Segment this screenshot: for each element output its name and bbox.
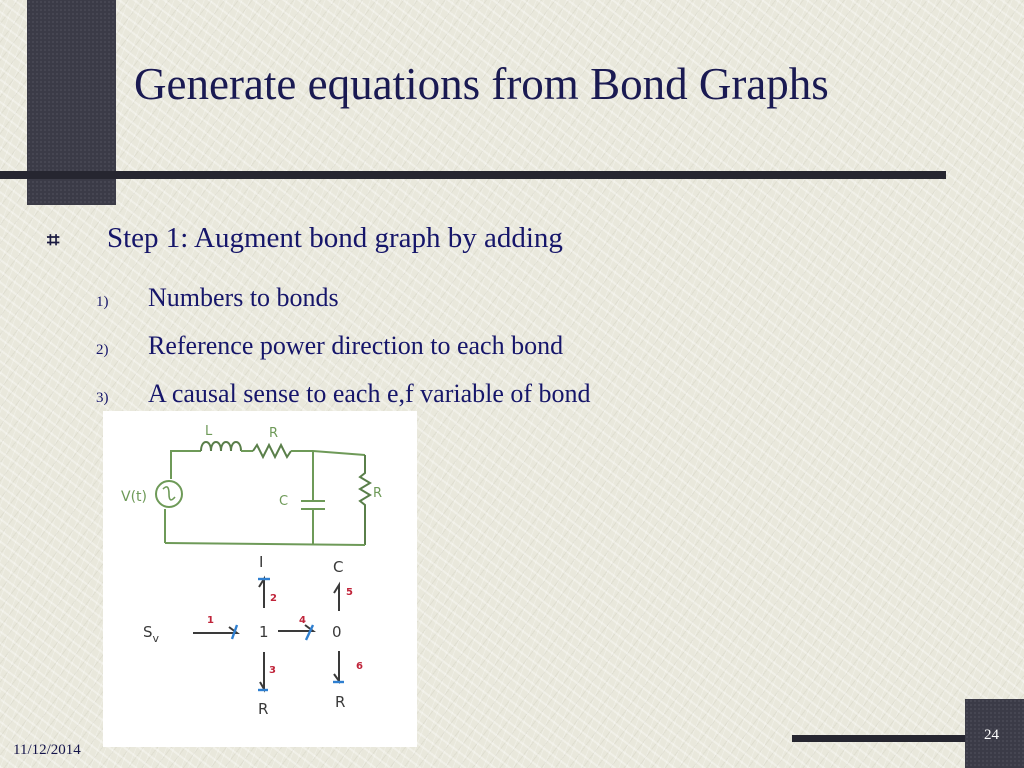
circuit-diagram	[155, 441, 372, 546]
circuit-bondgraph-figure: L R V(t) C R Sv 1 0 I C R R	[103, 411, 417, 747]
sub-item-text: A causal sense to each e,f variable of b…	[148, 379, 591, 408]
bond-6	[333, 651, 340, 685]
bullet-text: Step 1: Augment bond graph by adding	[107, 222, 563, 254]
bond-number-1: 1	[207, 615, 214, 626]
bullet-icon: ⌗	[47, 227, 60, 252]
capacitor-label: C	[279, 494, 288, 509]
bg-junction-0: 0	[332, 623, 342, 641]
figure-drawing: L R V(t) C R Sv 1 0 I C R R	[121, 424, 382, 718]
footer-date: 11/12/2014	[13, 742, 81, 758]
bg-resistance-left-label: R	[258, 700, 268, 718]
bg-junction-1: 1	[259, 623, 269, 641]
bond-1	[193, 626, 240, 634]
bg-source-label: Sv	[143, 623, 160, 645]
sub-item-1: 1) Numbers to bonds	[96, 283, 339, 313]
wire	[164, 542, 366, 546]
sub-item-number: 3)	[96, 390, 109, 406]
bond-numbers: 1 2 3 4 5 6	[207, 587, 363, 676]
bond-5	[333, 581, 340, 611]
wire	[170, 450, 201, 479]
page-number-block	[965, 699, 1024, 768]
bond-number-2: 2	[270, 593, 277, 604]
bond-4	[278, 624, 316, 632]
slide-title: Generate equations from Bond Graphs	[134, 59, 829, 109]
inductor-label: L	[205, 424, 213, 439]
sub-item-number: 2)	[96, 342, 109, 358]
bg-resistance-right-label: R	[335, 693, 345, 711]
sub-item-text: Reference power direction to each bond	[148, 331, 564, 360]
bg-inertia-label: I	[259, 553, 263, 571]
shunt-resistor	[358, 455, 372, 545]
sub-item-3: 3) A causal sense to each e,f variable o…	[96, 379, 591, 409]
source-wave	[162, 486, 176, 501]
bg-source-subscript: v	[153, 632, 160, 645]
title-rule	[0, 171, 946, 179]
series-resistor-label: R	[269, 426, 278, 441]
bond-number-5: 5	[346, 587, 353, 598]
bond-3	[259, 652, 265, 693]
bond-graph-labels: Sv 1 0 I C R R	[143, 553, 345, 718]
sub-item-2: 2) Reference power direction to each bon…	[96, 331, 563, 361]
bond-number-4: 4	[299, 615, 306, 626]
bg-source-text: S	[143, 623, 153, 641]
causal-strokes	[230, 577, 344, 692]
bullet-step-1: ⌗ Step 1: Augment bond graph by adding	[47, 222, 563, 255]
page-number: 24	[984, 727, 999, 743]
sub-item-number: 1)	[96, 294, 109, 310]
source-label: V(t)	[121, 489, 147, 505]
circuit-labels: L R V(t) C R	[121, 424, 382, 509]
shunt-resistor-label: R	[373, 486, 382, 501]
causal-stroke-4	[304, 624, 315, 641]
bond-2	[258, 575, 265, 608]
corner-decoration	[27, 0, 116, 205]
voltage-source	[155, 480, 183, 508]
causal-stroke-1	[230, 624, 239, 640]
bond-number-6: 6	[356, 661, 363, 672]
bond-number-3: 3	[269, 665, 276, 676]
inductor-coil	[200, 441, 242, 452]
bg-capacitance-label: C	[333, 558, 343, 576]
series-resistor	[252, 442, 292, 460]
wire	[291, 450, 366, 456]
footer-rule	[792, 735, 1024, 742]
sub-item-text: Numbers to bonds	[148, 283, 339, 312]
